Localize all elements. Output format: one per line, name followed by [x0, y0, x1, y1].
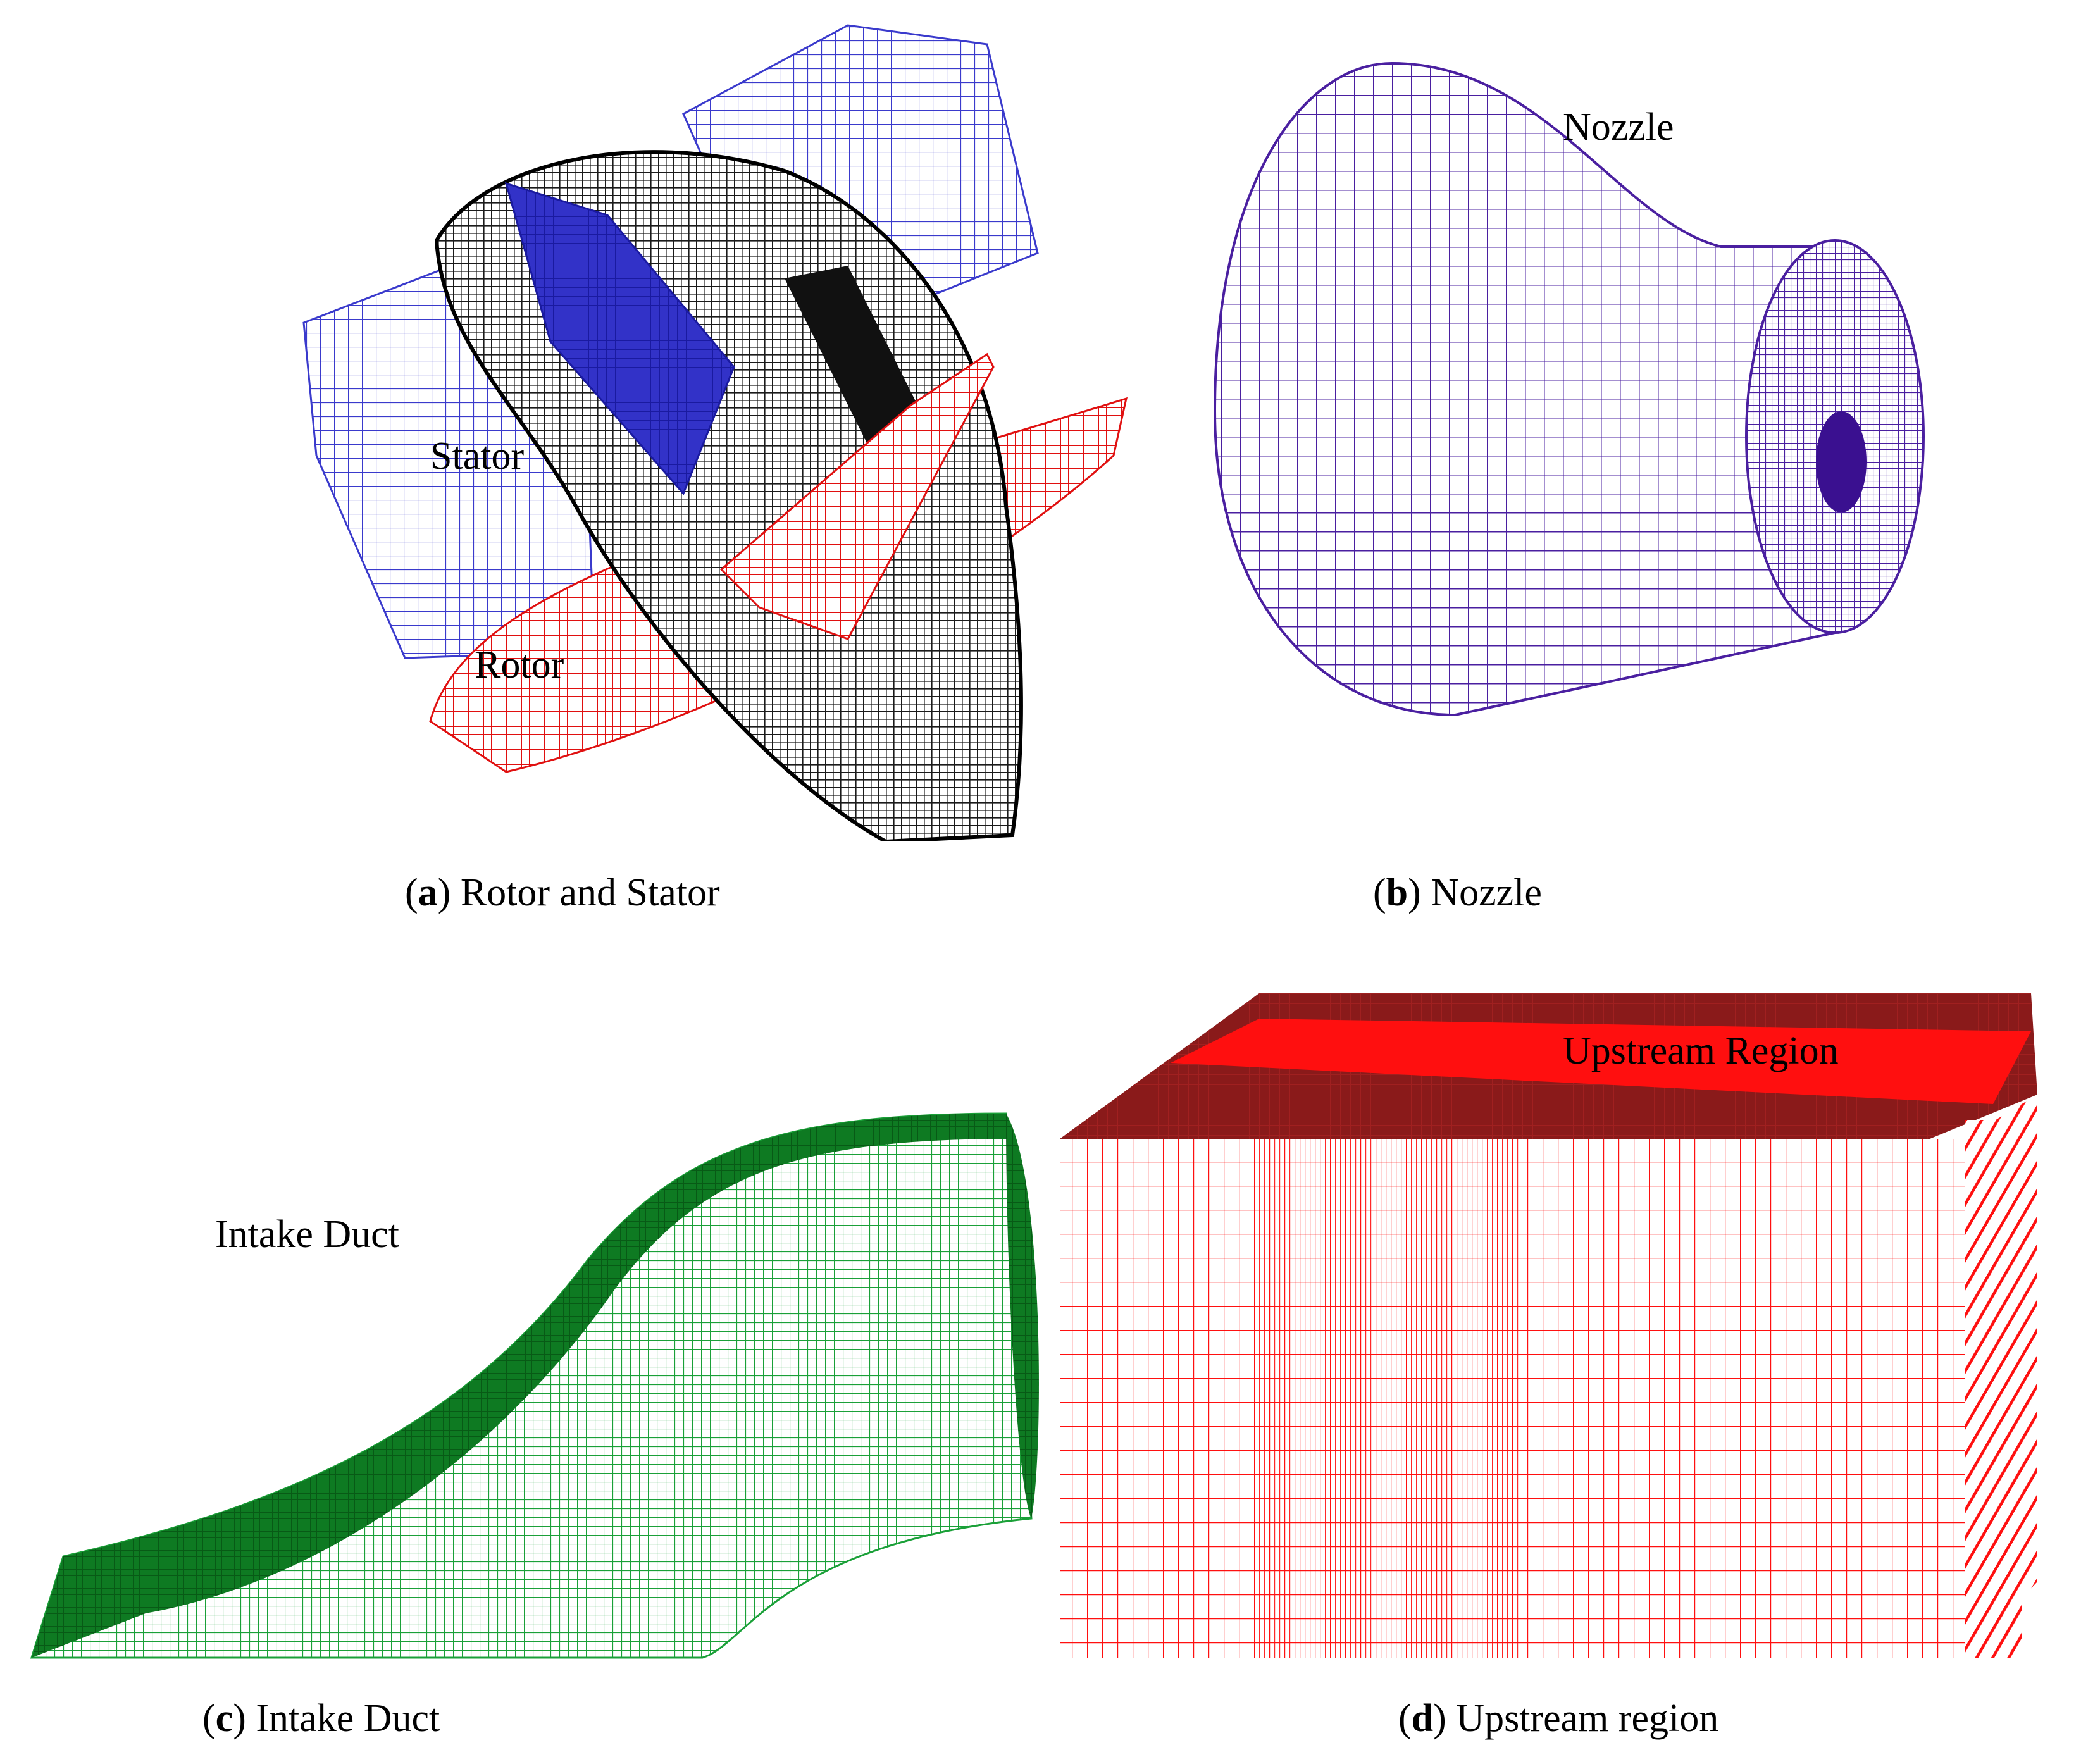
intake-duct-mesh — [30, 1112, 1039, 1659]
nozzle-body — [1213, 61, 1904, 717]
caption-b: (b) Nozzle — [1373, 871, 1542, 914]
caption-d: (d) Upstream region — [1398, 1697, 1719, 1740]
caption-c-letter: c — [215, 1697, 233, 1740]
caption-a: (a) Rotor and Stator — [405, 871, 720, 914]
nozzle-mesh — [1213, 61, 1925, 717]
rotor-label: Rotor — [475, 643, 564, 686]
intake-duct-top-surface — [32, 1114, 1012, 1658]
caption-a-letter: a — [418, 871, 438, 914]
stator-blade-front — [504, 182, 735, 495]
caption-c-text: Intake Duct — [245, 1697, 440, 1740]
caption-d-text: Upstream region — [1446, 1697, 1719, 1740]
caption-b-letter: b — [1386, 871, 1408, 914]
stator-label: Stator — [430, 435, 525, 478]
upstream-region-mesh — [1060, 993, 2037, 1658]
caption-c: (c) Intake Duct — [202, 1697, 440, 1740]
caption-d-letter: d — [1411, 1697, 1434, 1740]
hub-band — [785, 266, 924, 456]
intake-duct-opening — [1006, 1114, 1039, 1518]
nozzle-core — [1816, 411, 1867, 512]
panel-c-intake-duct: Intake Duct — [19, 1101, 1050, 1670]
caption-a-text: Rotor and Stator — [450, 871, 720, 914]
panel-b-nozzle: Nozzle — [1126, 57, 1949, 740]
rotor-stator-mesh — [302, 24, 1128, 841]
upstream-top-band — [1171, 1019, 2031, 1104]
panel-d-upstream-region: Upstream Region — [1057, 993, 2044, 1664]
rotor-blade-tip — [719, 352, 995, 640]
upstream-side-hatch — [1965, 1120, 2022, 1658]
intake-duct-label: Intake Duct — [215, 1213, 399, 1256]
panel-a-rotor-stator: Stator Rotor — [278, 13, 1152, 841]
upstream-dense-band — [1253, 1139, 1519, 1658]
nozzle-label: Nozzle — [1563, 106, 1674, 149]
caption-b-text: Nozzle — [1420, 871, 1542, 914]
upstream-region-label: Upstream Region — [1563, 1029, 1839, 1072]
